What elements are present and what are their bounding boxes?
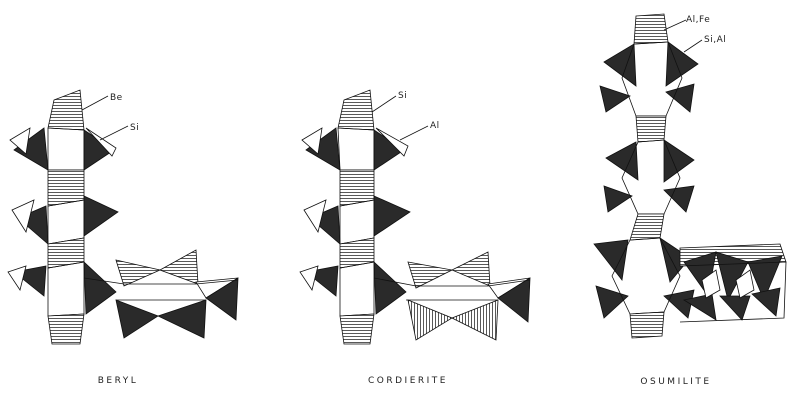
beryl-tetrahedron	[84, 196, 118, 236]
beryl-tetrahedron	[48, 314, 84, 344]
osumilite-octahedron	[630, 214, 664, 240]
cordierite-tetrahedron	[408, 300, 452, 340]
leader-line	[372, 96, 396, 112]
osumilite-tetrahedron	[664, 186, 694, 212]
osumilite-structure	[594, 14, 786, 338]
osumilite-octahedron	[630, 312, 664, 338]
cordierite-label-si: Si	[398, 91, 407, 101]
cordierite-tetrahedron	[300, 266, 318, 290]
osumilite-tetrahedron	[600, 86, 630, 112]
leader-line	[400, 126, 428, 140]
beryl-caption: BERYL	[98, 376, 139, 386]
beryl-tetrahedron	[84, 262, 116, 314]
beryl-tetrahedron	[160, 250, 198, 284]
beryl-tetrahedron	[8, 266, 26, 290]
osumilite-tetrahedron	[664, 290, 694, 318]
beryl-tetrahedron	[116, 260, 160, 286]
cordierite-caption: CORDIERITE	[368, 376, 448, 386]
osumilite-tetrahedron	[720, 296, 750, 320]
cordierite-structure	[300, 90, 530, 344]
cordierite-ring-outline	[340, 262, 374, 316]
osumilite-tetrahedron	[604, 186, 632, 212]
leader-line	[664, 20, 686, 30]
osumilite-tetrahedron	[752, 288, 780, 316]
cordierite-tetrahedron	[408, 262, 452, 288]
beryl-tetrahedron	[48, 238, 84, 268]
osumilite-caption: OSUMILITE	[640, 377, 711, 387]
leader-line	[82, 96, 108, 110]
osumilite-tetrahedron	[666, 84, 694, 112]
osumilite-octahedron	[634, 14, 668, 44]
cordierite-tetrahedron	[452, 300, 498, 340]
beryl-label-si: Si	[130, 123, 139, 133]
osumilite-octahedron	[636, 116, 666, 142]
beryl-tetrahedron	[158, 300, 206, 338]
osumilite-label-al-fe: Al,Fe	[686, 15, 710, 25]
beryl-ring-outline	[48, 128, 84, 170]
cordierite-label-al: Al	[430, 121, 440, 131]
beryl-tetrahedron	[116, 300, 158, 338]
osumilite-tetrahedron	[594, 240, 628, 280]
leader-line	[100, 126, 128, 140]
cordierite-tetrahedron	[374, 262, 406, 314]
osumilite-tetrahedron	[604, 44, 636, 86]
beryl-ring-outline	[48, 200, 84, 244]
beryl-label-be: Be	[110, 93, 123, 103]
cordierite-tetrahedron	[452, 252, 490, 286]
cordierite-ring-outline	[340, 200, 374, 244]
cordierite-ring-outline	[338, 128, 374, 170]
leader-line	[684, 40, 702, 52]
cordierite-tetrahedron	[340, 314, 374, 344]
cordierite-tetrahedron	[374, 196, 410, 236]
osumilite-label-si-al: Si,Al	[704, 35, 726, 45]
beryl-tetrahedron	[48, 90, 84, 130]
cordierite-tetrahedron	[338, 90, 374, 130]
cordierite-tetrahedron	[340, 238, 374, 268]
osumilite-tetrahedron	[606, 142, 638, 180]
osumilite-tetrahedron	[596, 286, 628, 318]
beryl-ring-outline	[48, 262, 84, 316]
beryl-structure	[8, 90, 238, 344]
